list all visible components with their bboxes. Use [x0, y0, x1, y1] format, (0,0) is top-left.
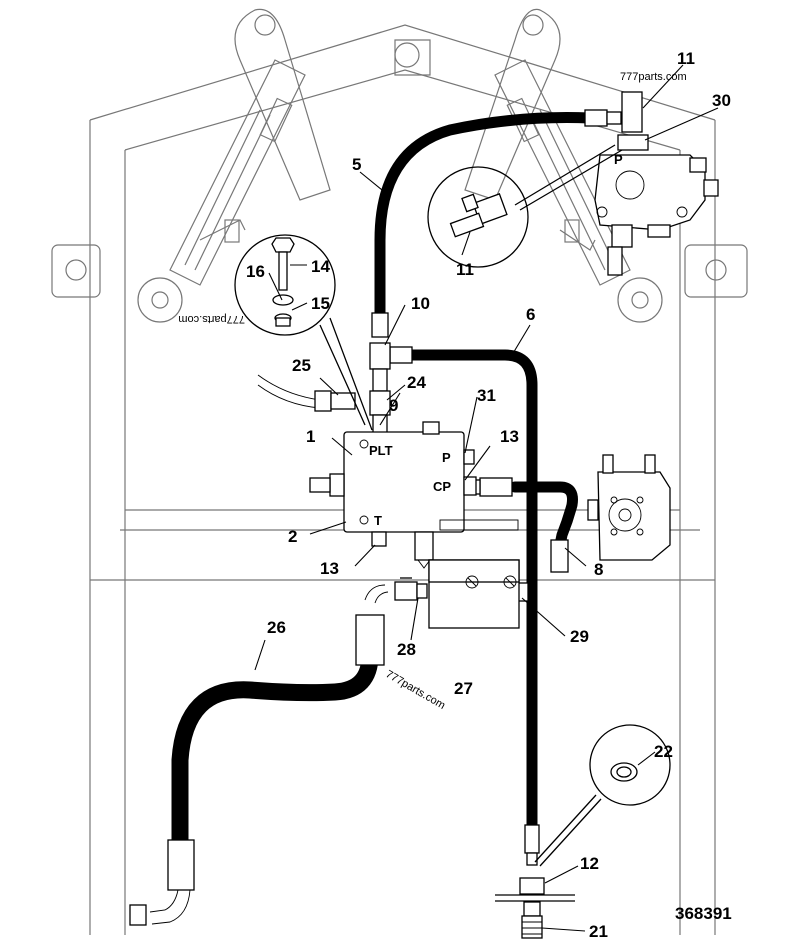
callout-16: 16 — [246, 262, 265, 281]
callout-2: 2 — [288, 527, 297, 546]
inset-tee-detail — [427, 166, 529, 268]
callout-numbers: 11 30 5 11 16 14 15 10 6 25 24 9 31 1 13… — [246, 49, 731, 941]
hose-26 — [149, 584, 389, 925]
hose-8 — [509, 481, 578, 551]
callout-5: 5 — [352, 155, 361, 174]
port-label-plt: PLT — [369, 443, 393, 458]
pilot-line-25 — [257, 374, 321, 409]
callout-6: 6 — [526, 305, 535, 324]
port-label-p: P — [442, 450, 451, 465]
hose-5 — [374, 112, 596, 321]
watermark-mid: 777parts.com — [384, 668, 448, 712]
tee-fitting-10 — [369, 342, 391, 436]
auxiliary-valve-bank — [587, 454, 671, 561]
callout-27: 27 — [454, 679, 473, 698]
manifold-block — [309, 421, 477, 569]
callout-28: 28 — [397, 640, 416, 659]
callout-8: 8 — [594, 560, 603, 579]
bulkhead-fitting — [495, 877, 575, 939]
callout-13-bottom: 13 — [320, 559, 339, 578]
callout-30: 30 — [712, 91, 731, 110]
hose-6 — [404, 349, 538, 831]
callout-31: 31 — [477, 386, 496, 405]
callout-11-top: 11 — [677, 49, 695, 68]
control-valve-30 — [594, 91, 719, 276]
callout-11-inset: 11 — [456, 260, 474, 279]
callout-26: 26 — [267, 618, 286, 637]
right-lift-cylinder — [494, 59, 663, 323]
port-label-p-valve: P — [614, 152, 623, 167]
inset-seal-detail — [589, 724, 671, 806]
callout-21: 21 — [589, 922, 608, 941]
callout-13-right: 13 — [500, 427, 519, 446]
chassis-frame — [51, 8, 748, 935]
port-label-t: T — [374, 513, 382, 528]
callout-9: 9 — [389, 396, 398, 415]
callout-14: 14 — [311, 257, 330, 276]
left-lift-cylinder — [137, 59, 306, 323]
callout-1: 1 — [306, 427, 315, 446]
watermark-inset: 777parts.com — [178, 313, 245, 325]
valve-bracket-27 — [400, 519, 520, 629]
inset-bolt-detail — [234, 234, 336, 336]
document-id: 368391 — [675, 904, 732, 923]
callout-10: 10 — [411, 294, 430, 313]
hose-fittings — [129, 109, 622, 926]
callout-25: 25 — [292, 356, 311, 375]
callout-22: 22 — [654, 742, 673, 761]
port-labels: PLT P CP T P — [369, 152, 623, 528]
leader-lines — [254, 64, 719, 932]
callout-29: 29 — [570, 627, 589, 646]
port-label-cp: CP — [433, 479, 451, 494]
callout-12: 12 — [580, 854, 599, 873]
watermark-top: 777parts.com — [620, 71, 687, 83]
callout-15: 15 — [311, 294, 330, 313]
callout-24: 24 — [407, 373, 426, 392]
